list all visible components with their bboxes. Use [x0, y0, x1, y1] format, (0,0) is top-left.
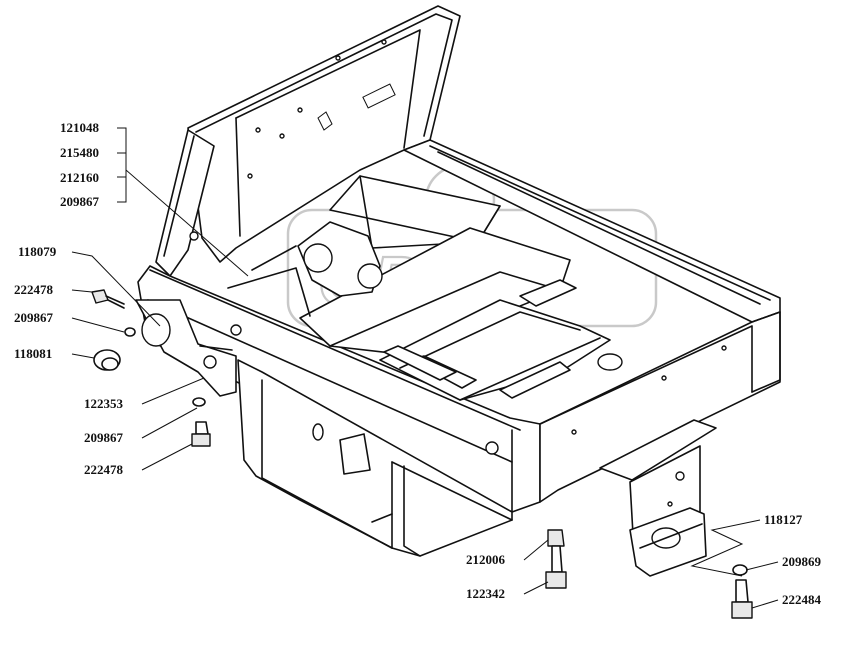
callout-212006: 212006 [466, 552, 506, 567]
bolt-222478-lower [191, 421, 211, 447]
callout-212160: 212160 [60, 170, 99, 185]
frame-assembly [135, 5, 781, 557]
clamp-block-118127 [629, 507, 707, 577]
ring-118081 [93, 349, 121, 371]
bolt-222484 [731, 579, 753, 619]
nut-212006 [547, 529, 565, 547]
callout-215480: 215480 [60, 145, 99, 160]
bolt-122342 [545, 545, 567, 589]
washer-209867-lower [192, 397, 206, 407]
bolt-222478-top [91, 289, 125, 309]
callout-222484: 222484 [782, 592, 822, 607]
callout-209867-b: 209867 [84, 430, 124, 445]
callout-209867-top: 209867 [60, 194, 100, 209]
callout-118079: 118079 [18, 244, 57, 259]
callout-122342: 122342 [466, 586, 505, 601]
callout-222478-a: 222478 [14, 282, 54, 297]
callout-118081: 118081 [14, 346, 52, 361]
part-callouts: 121048 215480 212160 209867 118079 22247… [14, 120, 822, 607]
callout-222478-b: 222478 [84, 462, 124, 477]
callout-121048: 121048 [60, 120, 100, 135]
callout-209867-a: 209867 [14, 310, 54, 325]
leader-lines [71, 127, 779, 609]
callout-122353: 122353 [84, 396, 124, 411]
washer-209867-left [124, 327, 136, 337]
callout-118127: 118127 [764, 512, 803, 527]
callout-209869: 209869 [782, 554, 822, 569]
washer-209869 [732, 564, 748, 576]
